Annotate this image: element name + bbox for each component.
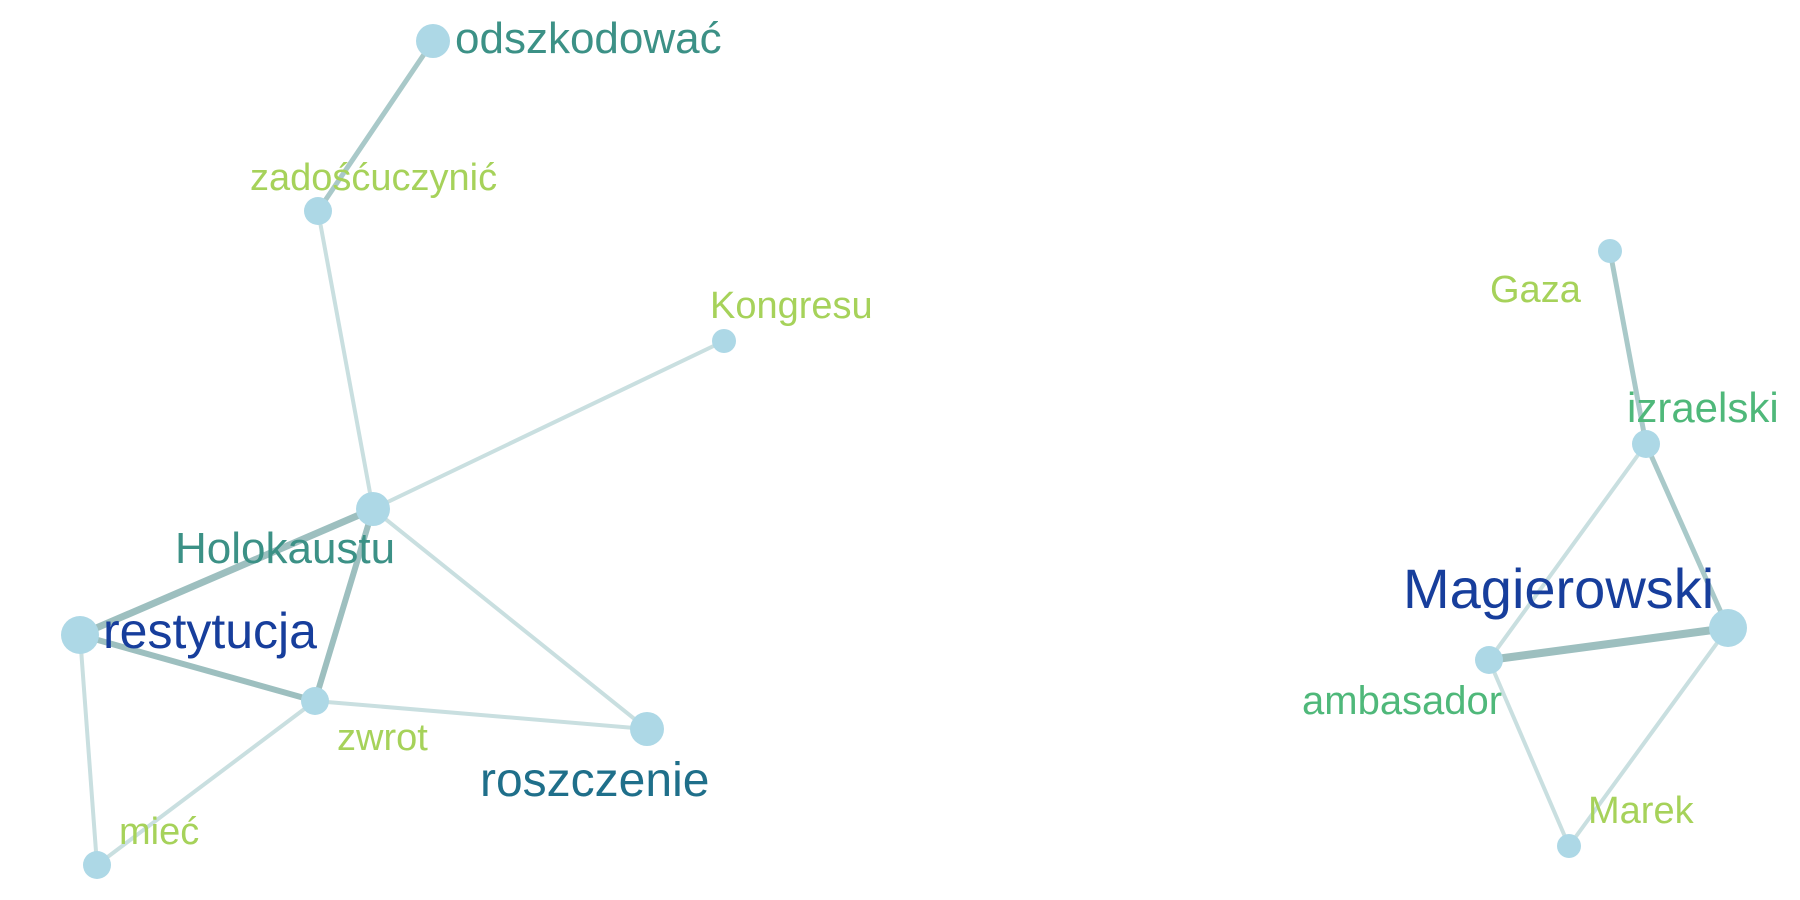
node-label-magierowski: Magierowski [1403, 557, 1714, 620]
edge-izraelski-ambasador [1487, 442, 1648, 662]
edge-holokaustu-zwrot [312, 506, 376, 704]
edge-gaza-izraelski [1607, 248, 1649, 447]
edge-magierowski-marek [1567, 626, 1730, 848]
edge-ambasador-magierowski [1485, 624, 1732, 664]
nodes-layer [61, 24, 1747, 879]
node-marek [1557, 834, 1581, 858]
node-magierowski [1709, 609, 1747, 647]
node-label-roszczenie: roszczenie [480, 754, 709, 807]
edge-restytucja-miec [78, 633, 99, 867]
edges-layer [76, 38, 1732, 867]
node-zadoscuczynic [304, 197, 332, 225]
edge-ambasador-marek [1487, 658, 1571, 848]
edge-izraelski-magierowski [1643, 441, 1731, 631]
edge-kongresu-holokaustu [371, 339, 726, 511]
edge-zadoscuczynic-holokaustu [316, 209, 375, 511]
node-label-marek: Marek [1588, 790, 1695, 832]
node-holokaustu [356, 492, 390, 526]
node-zwrot [301, 687, 329, 715]
node-label-zwrot: zwrot [337, 717, 428, 759]
edge-holokaustu-restytucja [76, 505, 377, 639]
node-restytucja [61, 616, 99, 654]
node-izraelski [1632, 430, 1660, 458]
node-roszczenie [630, 712, 664, 746]
node-kongresu [712, 329, 736, 353]
node-label-restytucja: restytucja [103, 603, 317, 659]
node-label-gaza: Gaza [1490, 269, 1582, 311]
node-label-izraelski: izraelski [1627, 384, 1779, 431]
labels-layer: odszkodować zadośćuczynićKongresuHolokaus… [103, 14, 1779, 853]
node-label-kongresu: Kongresu [710, 285, 873, 327]
edge-odszkodowac-zadoscuczynic [315, 38, 436, 214]
node-miec [83, 851, 111, 879]
edge-holokaustu-roszczenie [371, 507, 649, 731]
edge-zwrot-roszczenie [313, 699, 649, 731]
edge-zwrot-miec [95, 699, 317, 867]
node-odszkodowac [416, 24, 450, 58]
node-ambasador [1475, 646, 1503, 674]
node-gaza [1598, 239, 1622, 263]
node-label-zadoscuczynic: zadośćuczynić [250, 157, 497, 199]
edge-restytucja-zwrot [77, 632, 318, 704]
node-label-odszkodowac: odszkodować [455, 14, 722, 63]
node-label-holokaustu: Holokaustu [175, 524, 395, 573]
node-label-miec: mieć [119, 811, 199, 853]
node-label-ambasador: ambasador [1302, 679, 1502, 723]
